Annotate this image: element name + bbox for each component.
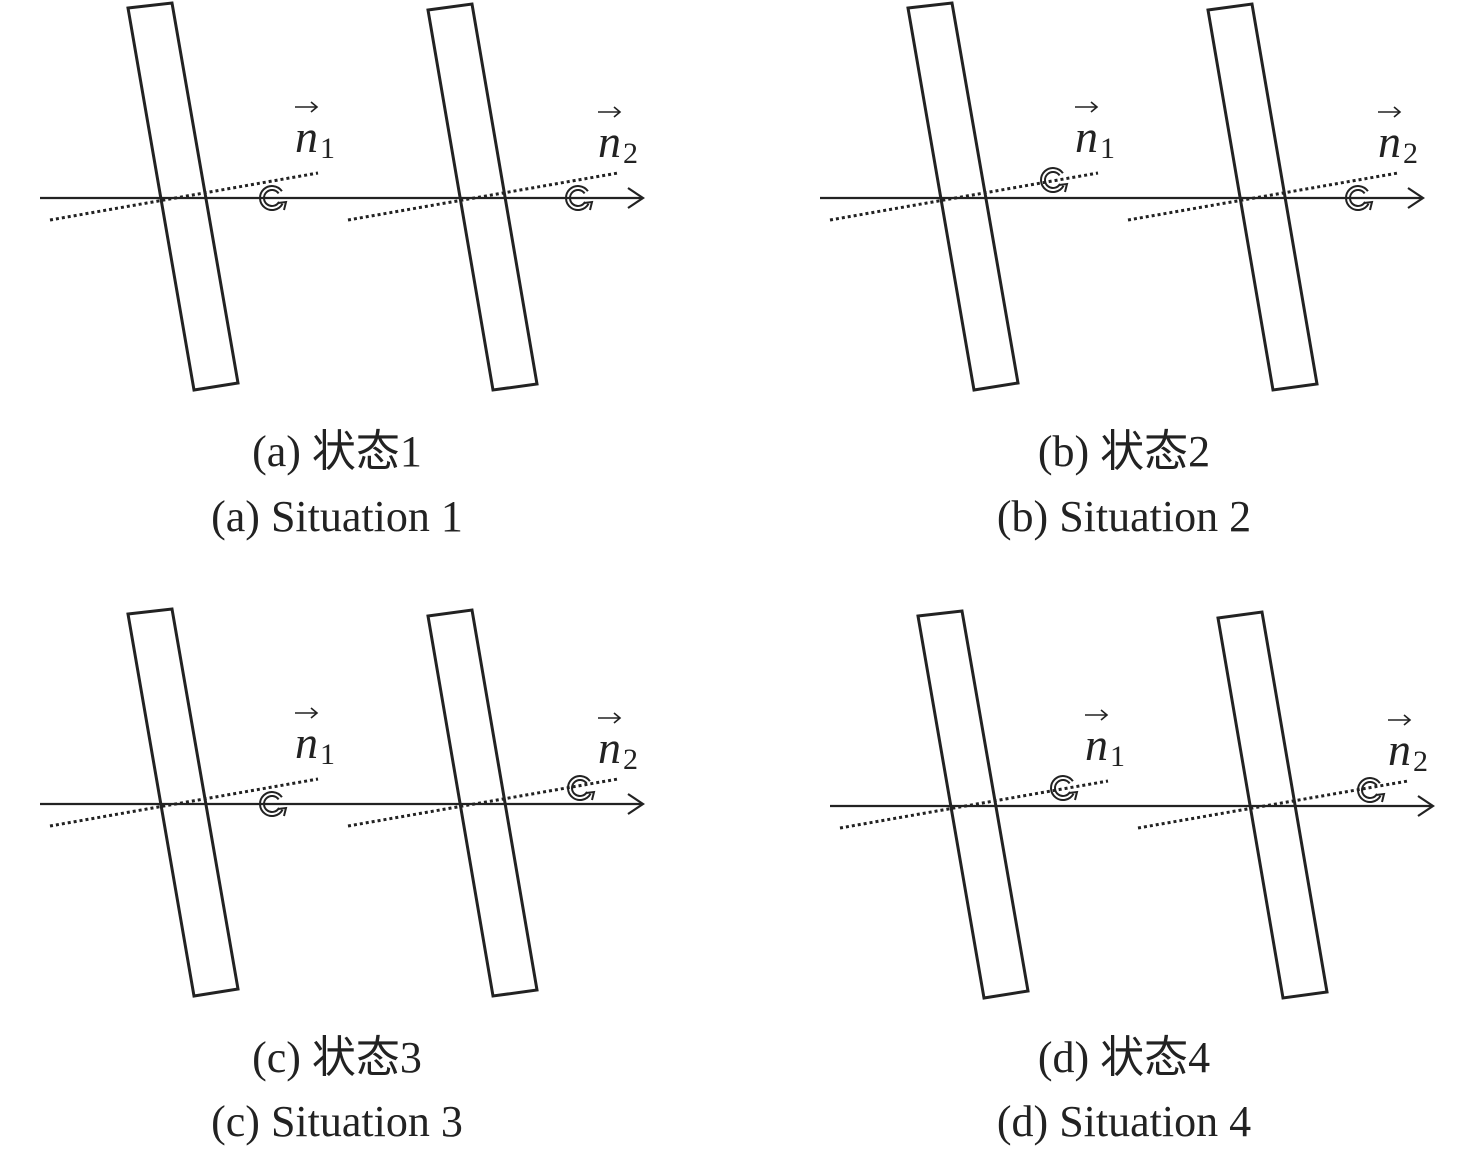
rotation-2-icon — [1345, 185, 1374, 211]
caption-b-cn: (b) 状态2 — [1037, 427, 1211, 476]
vector-arrow-icon — [1378, 106, 1402, 118]
rotation-arrowhead — [1363, 200, 1374, 211]
axis-arrowhead-icon — [1417, 795, 1435, 817]
panel-c: n1 n2 — [40, 607, 645, 998]
vector-arrow-icon — [1388, 714, 1412, 726]
rotation-arc-inner — [571, 779, 588, 797]
caption-a-en: (a) Situation 1 — [211, 492, 463, 541]
rotation-arrowhead — [277, 806, 288, 817]
rotation-arc-inner — [1349, 189, 1366, 207]
rotation-2-icon — [565, 185, 594, 211]
rotation-arrowhead — [1058, 182, 1069, 193]
axis-arrowhead-icon — [627, 793, 645, 815]
rotation-arrowhead — [1375, 792, 1386, 803]
rotation-arc-inner — [263, 795, 280, 813]
caption-d-cn: (d) 状态4 — [1037, 1033, 1211, 1082]
label-n1: n1 — [1075, 111, 1115, 165]
rotation-1-icon — [259, 791, 288, 817]
rotation-2-icon — [1357, 777, 1386, 803]
vector-arrow-icon — [295, 707, 319, 719]
rotation-arc-outer — [567, 775, 592, 801]
rotation-arc-outer — [259, 185, 284, 211]
plate-1 — [906, 1, 1020, 392]
axis-arrowhead-icon — [1407, 187, 1425, 209]
caption-c-en: (c) Situation 3 — [211, 1097, 463, 1146]
caption-d-en: (d) Situation 4 — [996, 1097, 1252, 1146]
rotation-arc-outer — [1050, 775, 1075, 801]
rotation-arc-outer — [1345, 185, 1370, 211]
rotation-arc-inner — [263, 189, 280, 207]
label-n2: n2 — [598, 722, 638, 776]
panel-d: n1 n2 — [830, 609, 1435, 1000]
vector-arrow-icon — [598, 712, 622, 724]
rotation-arc-inner — [1361, 781, 1378, 799]
label-n1: n1 — [295, 111, 335, 165]
normal-n2-dotted — [1127, 171, 1399, 222]
rotation-arrowhead — [1068, 790, 1079, 801]
axis-arrowhead-icon — [627, 187, 645, 209]
caption-b-en: (b) Situation 2 — [996, 492, 1252, 541]
label-n2: n2 — [1388, 724, 1428, 778]
vector-arrow-icon — [598, 106, 622, 118]
label-n2: n2 — [1378, 116, 1418, 170]
normal-n2-dotted — [347, 171, 619, 222]
panel-b: n1 n2 — [820, 1, 1425, 392]
rotation-arrowhead — [585, 790, 596, 801]
vector-arrow-icon — [1075, 101, 1099, 113]
rotation-1-icon — [259, 185, 288, 211]
rotation-arc-outer — [1357, 777, 1382, 803]
rotation-arrowhead — [583, 200, 594, 211]
plate-1 — [916, 609, 1030, 1000]
rotation-2-icon — [567, 775, 596, 801]
rotation-arc-inner — [569, 189, 586, 207]
caption-a-cn: (a) 状态1 — [252, 427, 422, 476]
rotation-arc-inner — [1044, 171, 1061, 189]
vector-arrow-icon — [1085, 709, 1109, 721]
panel-a: n1 n2 — [40, 1, 645, 392]
rotation-arc-inner — [1054, 779, 1071, 797]
rotation-arc-outer — [565, 185, 590, 211]
label-n1: n1 — [1085, 719, 1125, 773]
rotation-1-icon — [1040, 167, 1069, 193]
plate-1 — [126, 1, 240, 392]
rotation-arc-outer — [259, 791, 284, 817]
rotation-1-icon — [1050, 775, 1079, 801]
caption-c-cn: (c) 状态3 — [252, 1033, 422, 1082]
plate-1 — [126, 607, 240, 998]
label-n2: n2 — [598, 116, 638, 170]
rotation-arc-outer — [1040, 167, 1065, 193]
vector-arrow-icon — [295, 101, 319, 113]
label-n1: n1 — [295, 717, 335, 771]
rotation-arrowhead — [277, 200, 288, 211]
